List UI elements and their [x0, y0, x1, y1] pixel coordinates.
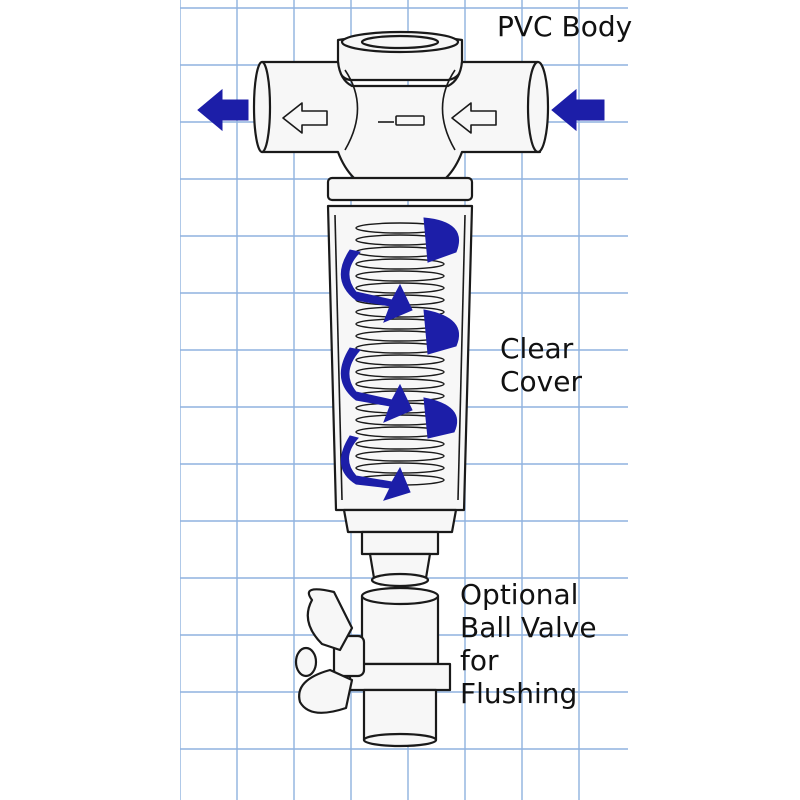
screen-coil [355, 450, 445, 462]
pvc-body [252, 30, 550, 202]
ball-valve [294, 586, 452, 748]
ball-valve-label: Optional Ball Valve for Flushing [460, 578, 597, 710]
screen-coil [355, 354, 445, 366]
spiral-flow-arrows [340, 217, 460, 501]
pvc-body-label: PVC Body [497, 10, 633, 43]
flow-arrow-out-icon [197, 88, 249, 132]
screen-coil [355, 438, 445, 450]
screen-coil [355, 258, 445, 270]
bottom-fittings [342, 508, 458, 588]
screen-coil [355, 366, 445, 378]
clear-cover-label: Clear Cover [500, 332, 582, 398]
flow-arrow-in-icon [551, 88, 605, 132]
screen-coil [355, 270, 445, 282]
